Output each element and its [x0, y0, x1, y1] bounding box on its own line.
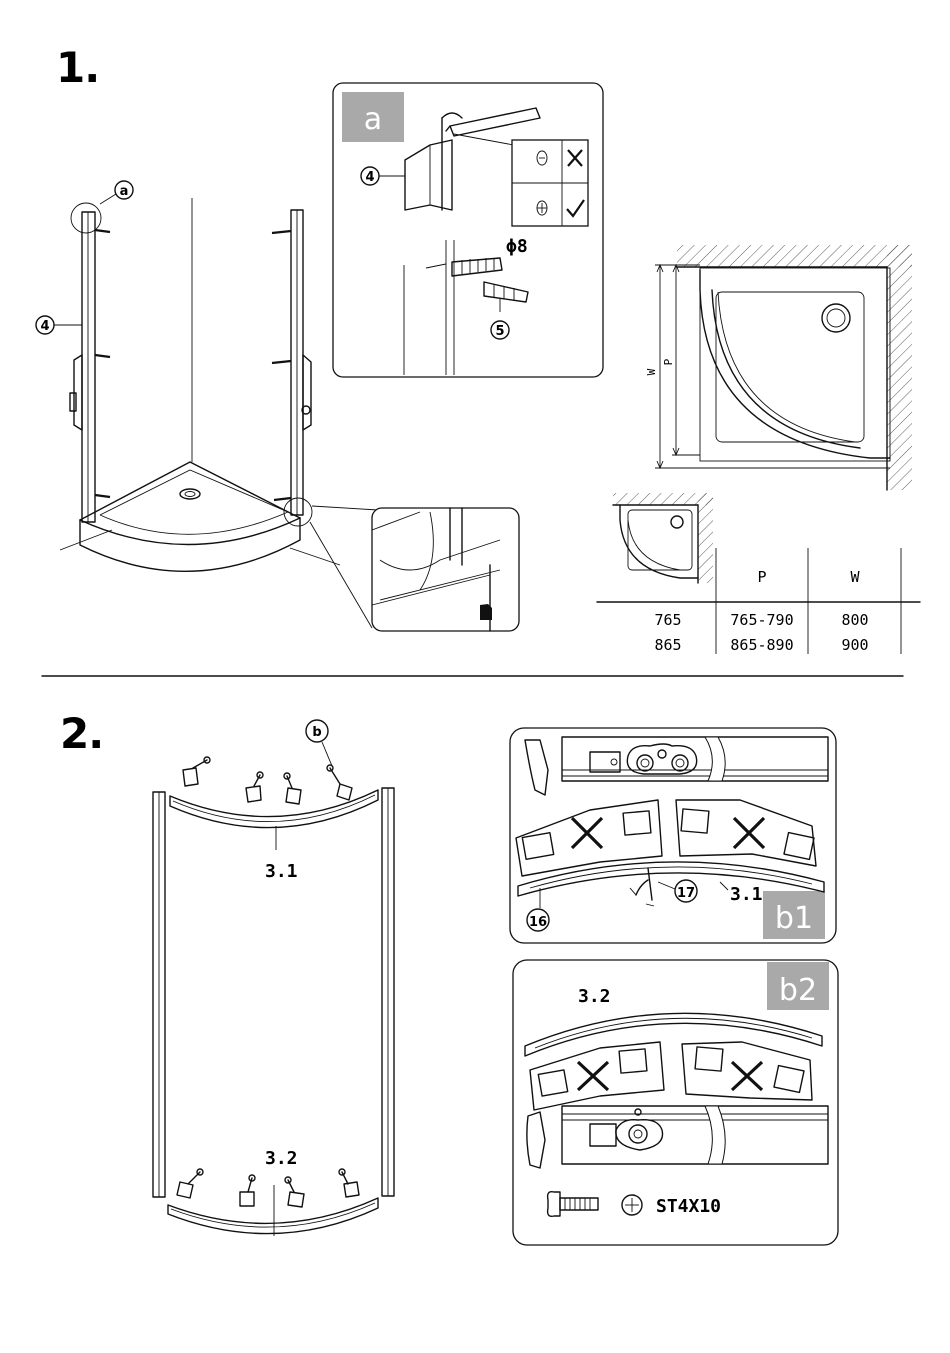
label-3-2-detail: 3.2 [578, 986, 611, 1007]
table-cell: 865 [654, 636, 681, 654]
label-3-2: 3.2 [265, 1148, 298, 1169]
callout-16-label: 16 [529, 915, 547, 930]
label-3-1: 3.1 [265, 861, 298, 882]
wall-profile-left [82, 212, 95, 522]
enclosure-frame-drawing [60, 198, 378, 628]
table-cell: 865-890 [730, 636, 793, 654]
callout-4-label: 4 [40, 319, 49, 334]
table-cell: 765 [654, 611, 681, 629]
drain-plan-icon [822, 304, 850, 332]
step-1-number: 1. [56, 43, 99, 92]
plan-view-large [655, 245, 912, 490]
callout-5-label: 5 [495, 324, 504, 339]
detail-a-tab-label: a [364, 102, 382, 137]
detail-a-marker [71, 203, 101, 233]
table-cell: 800 [841, 611, 868, 629]
callout-a-label: a [120, 184, 129, 199]
label-3-1-detail: 3.1 [730, 884, 763, 905]
plan-view-small [613, 493, 713, 583]
screw-spec-label: ST4X10 [656, 1196, 721, 1217]
callout-17-label: 17 [677, 886, 695, 901]
bottom-profile-3-2 [168, 1198, 378, 1234]
table-header-p: P [757, 568, 766, 586]
callout-b-label: b [312, 725, 321, 740]
table-header-w: W [850, 568, 860, 586]
table-cell: 900 [841, 636, 868, 654]
side-bracket-right [303, 355, 311, 430]
drill-diameter-label: ϕ8 [506, 236, 528, 257]
drain-icon [180, 489, 200, 499]
callout-4-detail-label: 4 [365, 170, 374, 185]
dim-p-label: P [662, 358, 675, 365]
table-cell: 765-790 [730, 611, 793, 629]
corner-detail-box [372, 508, 519, 631]
detail-b1-tab-label: b1 [775, 901, 813, 936]
size-table: P W 765 765-790 800 865 865-890 900 [597, 548, 920, 654]
dim-w-label: W [645, 368, 658, 375]
detail-b2-tab-label: b2 [779, 973, 817, 1008]
step-2-number: 2. [60, 709, 103, 758]
hand-press-icon [480, 604, 492, 620]
